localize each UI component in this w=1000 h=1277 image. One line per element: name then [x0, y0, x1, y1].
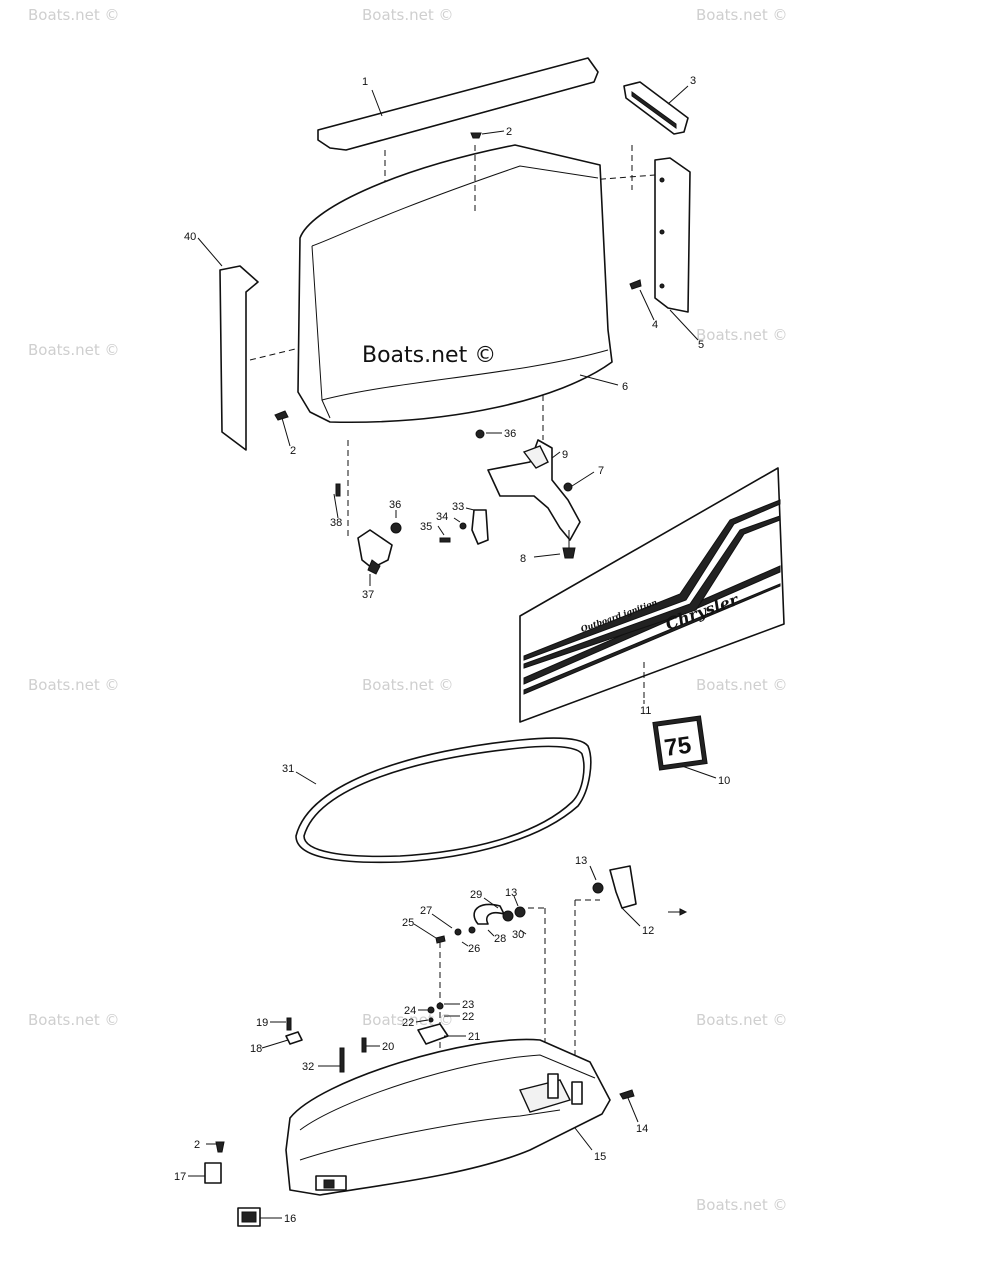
callout-11: 11 — [640, 705, 651, 717]
part-9-latch — [487, 395, 581, 541]
callout-25: 25 — [402, 917, 414, 929]
callout-37: 37 — [362, 589, 374, 601]
part-37-bracket — [347, 440, 393, 575]
part-8-screw — [562, 530, 576, 559]
callout-31: 31 — [282, 763, 294, 775]
watermark: Boats.net © — [28, 1011, 120, 1029]
callout-13b: 13 — [505, 887, 517, 899]
callout-23: 23 — [462, 999, 474, 1011]
callout-34: 34 — [436, 511, 448, 523]
part-5-side-trim — [589, 157, 691, 313]
callout-29: 29 — [470, 889, 482, 901]
callout-2: 2 — [506, 126, 512, 138]
callout-4: 4 — [652, 319, 658, 331]
callout-labels: 1 2 3 40 4 5 6 2 36 9 7 38 36 34 33 35 3… — [174, 75, 730, 1225]
callout-26: 26 — [468, 943, 480, 955]
watermark: Boats.net © — [696, 676, 788, 694]
callout-14: 14 — [636, 1123, 648, 1135]
callout-6: 6 — [622, 381, 628, 393]
callout-27: 27 — [420, 905, 432, 917]
callout-32: 32 — [302, 1061, 314, 1073]
callout-13: 13 — [575, 855, 587, 867]
callout-20: 20 — [382, 1041, 394, 1053]
callout-22b: 22 — [462, 1011, 474, 1023]
arrow-mark — [668, 908, 688, 916]
callout-30: 30 — [512, 929, 524, 941]
watermark: Boats.net © — [696, 1011, 788, 1029]
callout-9: 9 — [562, 449, 568, 461]
callout-24: 24 — [404, 1005, 416, 1017]
part-12-handle — [574, 865, 637, 1085]
callout-38: 38 — [330, 517, 342, 529]
part-10-badge: 75 — [652, 715, 708, 771]
part-31-seal — [295, 737, 592, 864]
callout-21: 21 — [468, 1031, 480, 1043]
badge-number: 75 — [663, 732, 693, 762]
watermark: Boats.net © — [696, 326, 788, 344]
callout-1: 1 — [362, 76, 368, 88]
watermark: Boats.net © — [362, 6, 454, 24]
callout-35: 35 — [420, 521, 432, 533]
part-3-bracket — [623, 81, 689, 190]
callout-36: 36 — [504, 428, 516, 440]
callout-36b: 36 — [389, 499, 401, 511]
callout-3: 3 — [690, 75, 696, 87]
callout-40: 40 — [184, 231, 196, 243]
callout-22: 22 — [402, 1017, 414, 1029]
watermark: Boats.net © — [28, 6, 120, 24]
main-watermark: Boats.net © — [362, 343, 496, 368]
watermark: Boats.net © — [696, 1196, 788, 1214]
callout-16: 16 — [284, 1213, 296, 1225]
callout-19: 19 — [256, 1017, 268, 1029]
part-15-lower-pan — [285, 1038, 611, 1196]
callout-5: 5 — [698, 339, 704, 351]
callout-8: 8 — [520, 553, 526, 565]
callout-33: 33 — [452, 501, 464, 513]
callout-15: 15 — [594, 1151, 606, 1163]
part-11-decal: Chrysler Outboard ignition — [519, 467, 785, 723]
callout-2b: 2 — [290, 445, 296, 457]
watermark-layer: Boats.net © Boats.net © Boats.net © Boat… — [28, 6, 788, 1214]
watermark: Boats.net © — [28, 676, 120, 694]
watermark: Boats.net © — [696, 6, 788, 24]
callout-17: 17 — [174, 1171, 186, 1183]
fasteners-top — [274, 132, 642, 545]
watermark: Boats.net © — [362, 676, 454, 694]
leader-lines — [188, 85, 717, 1219]
part-6-cowling: Boats.net © — [297, 144, 613, 424]
callout-18: 18 — [250, 1043, 262, 1055]
fasteners-bottom — [204, 1002, 635, 1227]
callout-28: 28 — [494, 933, 506, 945]
callout-2c: 2 — [194, 1139, 200, 1151]
watermark: Boats.net © — [362, 1011, 454, 1029]
callout-7: 7 — [598, 465, 604, 477]
callout-10: 10 — [718, 775, 730, 787]
callout-12: 12 — [642, 925, 654, 937]
watermark: Boats.net © — [28, 341, 120, 359]
